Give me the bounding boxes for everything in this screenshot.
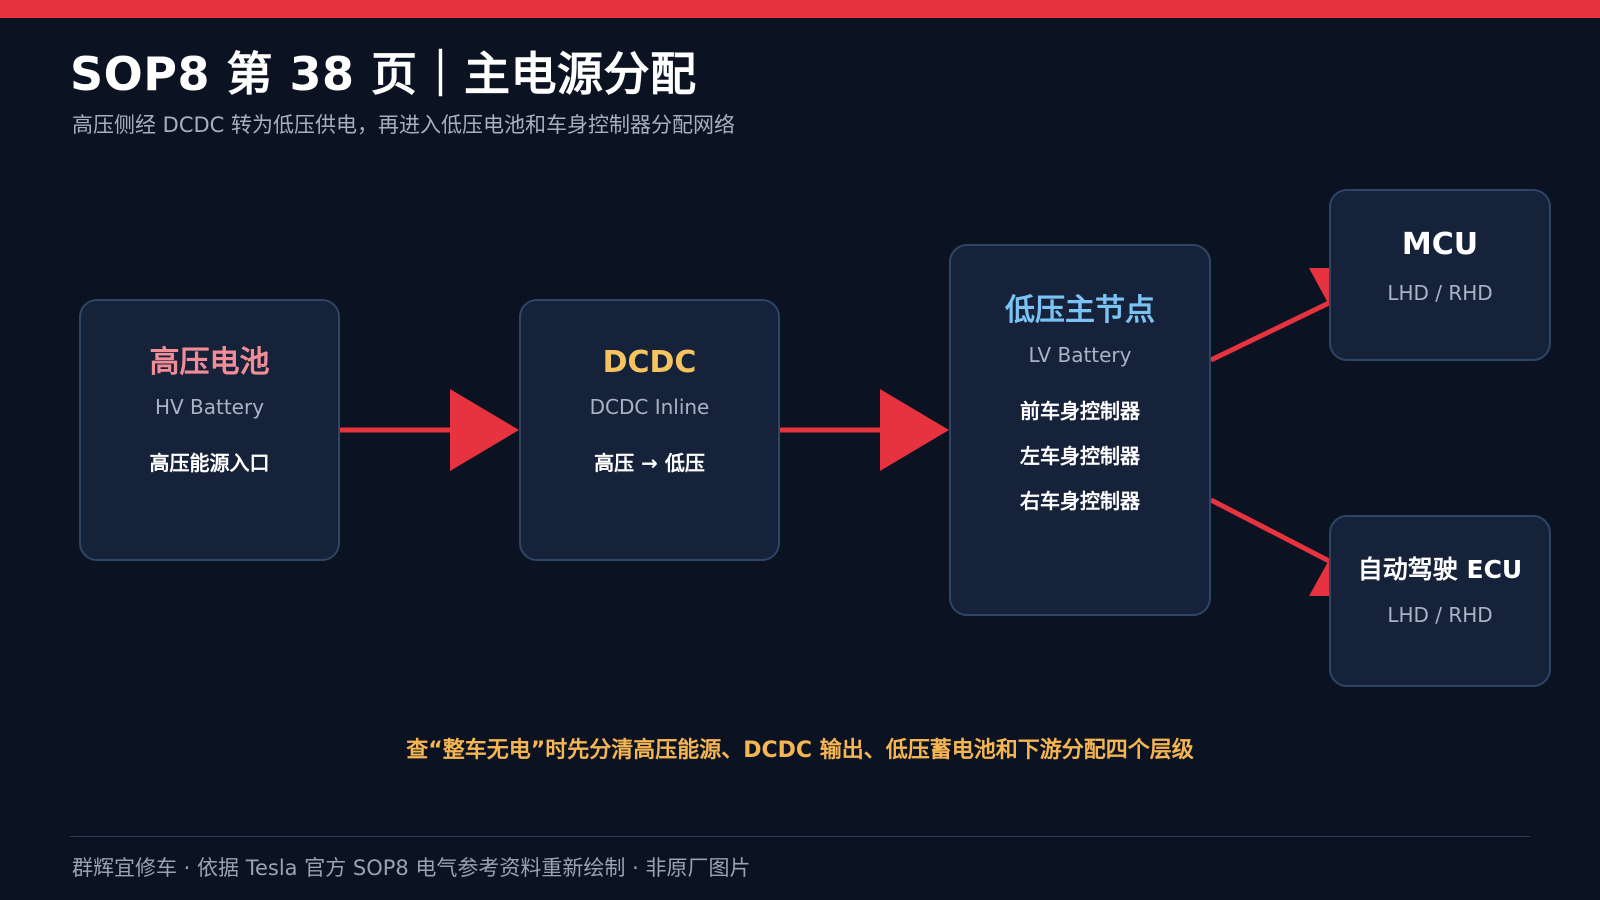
page-subtitle: 高压侧经 DCDC 转为低压供电，再进入低压电池和车身控制器分配网络 — [72, 113, 736, 137]
footer-divider — [70, 836, 1530, 837]
node-lv-main-name: 低压主节点 — [1005, 293, 1155, 328]
page-title: SOP8 第 38 页｜主电源分配 — [70, 47, 697, 101]
node-dcdc-en: DCDC Inline — [589, 395, 710, 419]
node-mcu-name: MCU — [1401, 227, 1479, 262]
node-mcu: MCU LHD / RHD — [1329, 189, 1551, 361]
controller-list: 前车身控制器 左车身控制器 右车身控制器 — [951, 389, 1209, 524]
controller-right-body: 右车身控制器 — [1020, 489, 1140, 513]
node-dcdc-name: DCDC — [602, 345, 697, 380]
node-dcdc-desc: 高压 → 低压 — [594, 451, 705, 475]
node-hv-battery: 高压电池 HV Battery 高压能源入口 — [79, 299, 340, 561]
controller-front-body: 前车身控制器 — [1020, 399, 1140, 423]
arrowhead-lv-to-mcu — [1309, 268, 1329, 305]
node-hv-battery-name: 高压电池 — [149, 345, 270, 380]
node-dcdc: DCDC DCDC Inline 高压 → 低压 — [519, 299, 780, 561]
node-mcu-en: LHD / RHD — [1387, 281, 1493, 305]
node-adas-ecu: 自动驾驶 ECU LHD / RHD — [1329, 515, 1551, 687]
connector-lv-to-mcu — [1209, 299, 1333, 363]
node-lv-main: 低压主节点 LV Battery 前车身控制器 左车身控制器 右车身控制器 — [949, 244, 1211, 616]
arrowhead-lv-to-ecu — [1309, 560, 1329, 596]
controller-left-body: 左车身控制器 — [1020, 444, 1140, 468]
top-accent-bar — [0, 0, 1600, 18]
node-adas-ecu-en: LHD / RHD — [1387, 603, 1493, 627]
node-lv-main-en: LV Battery — [1028, 343, 1132, 367]
arrowhead-dcdc-to-lv — [880, 389, 949, 471]
diagnostic-note: 查“整车无电”时先分清高压能源、DCDC 输出、低压蓄电池和下游分配四个层级 — [406, 738, 1194, 763]
arrowhead-hv-to-dcdc — [450, 389, 519, 471]
node-hv-battery-desc: 高压能源入口 — [149, 451, 270, 475]
footer-credit: 群辉宜修车 · 依据 Tesla 官方 SOP8 电气参考资料重新绘制 · 非原… — [72, 856, 751, 880]
node-adas-ecu-name: 自动驾驶 ECU — [1357, 555, 1523, 584]
node-hv-battery-en: HV Battery — [154, 395, 265, 419]
connector-lv-to-ecu — [1209, 497, 1333, 565]
